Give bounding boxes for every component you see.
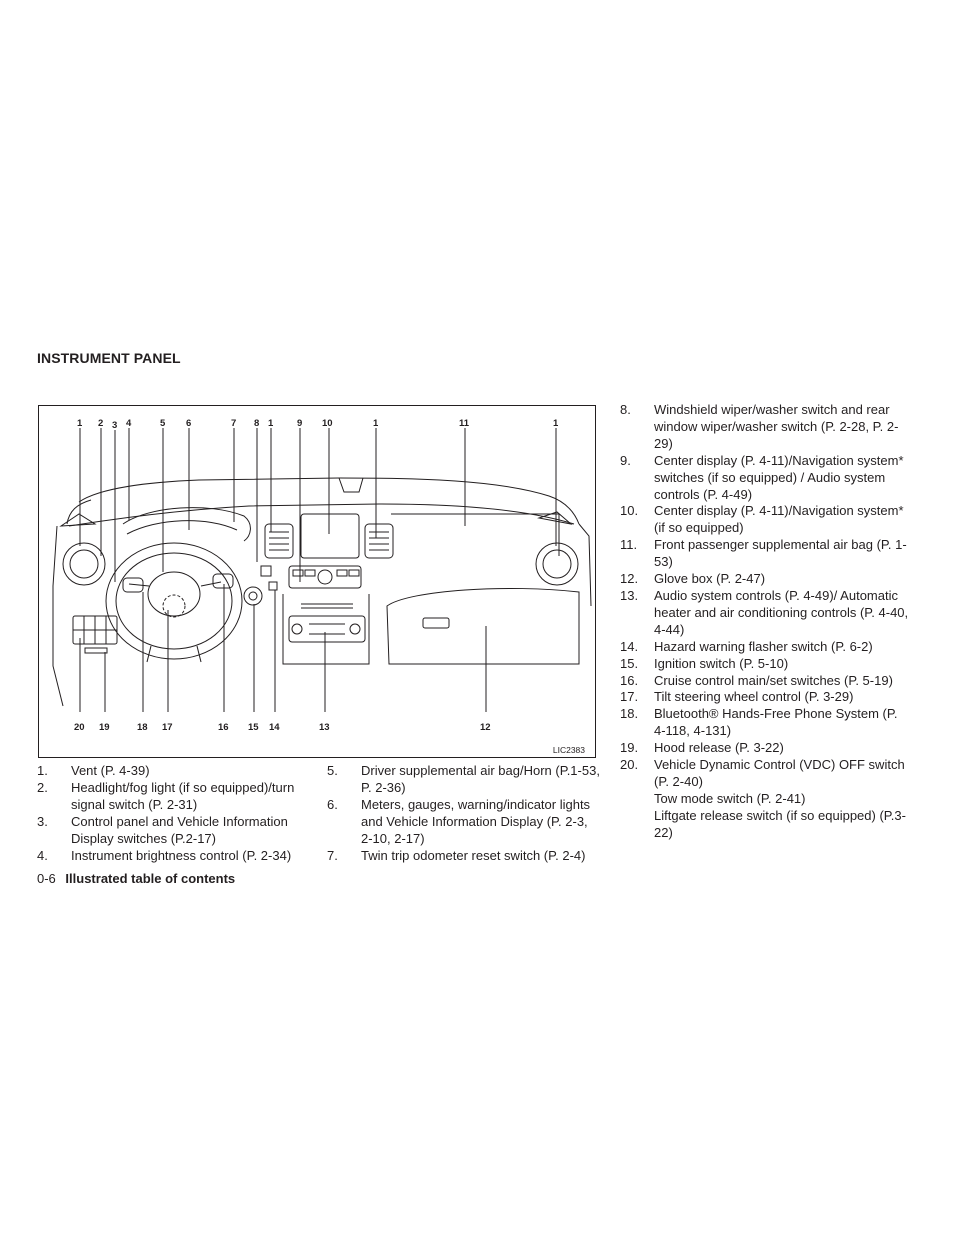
legend-item: 6. Meters, gauges, warning/indicator ligh… xyxy=(327,797,602,848)
legend-item-text: Vehicle Dynamic Control (VDC) OFF switch… xyxy=(654,757,906,840)
callout-label: 2 xyxy=(98,418,103,429)
legend-item-number: 14. xyxy=(620,638,639,654)
legend-item-number: 8. xyxy=(620,402,631,417)
callout-label: 3 xyxy=(112,420,117,431)
legend-item: 12. Glove box (P. 2-47) xyxy=(620,571,910,588)
callout-label: 6 xyxy=(186,418,191,429)
callout-label: 9 xyxy=(297,418,302,429)
legend-item-text: Audio system controls (P. 4-49)/ Automat… xyxy=(654,587,909,637)
callout-label: 8 xyxy=(254,418,259,429)
callout-label: 1 xyxy=(553,418,559,429)
legend-item-text: Center display (P. 4-11)/Navigation syst… xyxy=(654,503,904,536)
legend-item: 17. Tilt steering wheel control (P. 3-29) xyxy=(620,689,910,706)
legend-item-text: Driver supplemental air bag/Horn (P.1-53… xyxy=(361,763,600,795)
legend-item: 15. Ignition switch (P. 5-10) xyxy=(620,656,910,673)
legend-item-number: 19. xyxy=(620,740,639,756)
instrument-panel-illustration: 1 2 3 4 5 6 7 8 1 9 10 1 11 1 20 19 18 1… xyxy=(52,418,592,733)
legend-item: 13. Audio system controls (P. 4-49)/ Auto… xyxy=(620,588,910,639)
instrument-panel-figure: 1 2 3 4 5 6 7 8 1 9 10 1 11 1 20 19 18 1… xyxy=(38,405,596,758)
legend-item-text: Cruise control main/set switches (P. 5-1… xyxy=(654,672,893,688)
callout-label: 10 xyxy=(322,418,333,429)
callout-label: 12 xyxy=(480,722,491,733)
legend-item: 5. Driver supplemental air bag/Horn (P.1-… xyxy=(327,763,602,797)
legend-item: 19. Hood release (P. 3-22) xyxy=(620,740,910,757)
legend-item-number: 18. xyxy=(620,706,639,722)
callout-label: 15 xyxy=(248,722,259,733)
legend-item: 9. Center display (P. 4-11)/Navigation sy… xyxy=(620,453,910,504)
legend-item-text: Ignition switch (P. 5-10) xyxy=(654,655,789,671)
legend-item-text: Hazard warning flasher switch (P. 6-2) xyxy=(654,638,873,654)
callout-label: 14 xyxy=(269,722,280,733)
legend-item: 20. Vehicle Dynamic Control (VDC) OFF swi… xyxy=(620,757,910,842)
legend-item-text: Twin trip odometer reset switch (P. 2-4) xyxy=(361,847,586,863)
legend-item: 11. Front passenger supplemental air bag … xyxy=(620,537,910,571)
legend-item-text: Windshield wiper/washer switch and rear … xyxy=(654,402,899,451)
legend-item-number: 13. xyxy=(620,587,639,603)
legend-item-number: 9. xyxy=(620,452,631,468)
callout-label: 11 xyxy=(459,418,470,429)
legend-item-number: 12. xyxy=(620,571,639,587)
legend-column-3: 8. Windshield wiper/washer switch and rea… xyxy=(620,402,910,842)
page-footer: 0-6 Illustrated table of contents xyxy=(37,871,235,886)
legend-item-number: 16. xyxy=(620,672,639,688)
callout-label: 7 xyxy=(231,418,236,429)
figure-id: LIC2383 xyxy=(552,745,585,755)
legend-item-number: 6. xyxy=(327,796,338,812)
legend-item-number: 17. xyxy=(620,689,639,705)
legend-item: 4. Instrument brightness control (P. 2-34… xyxy=(37,848,312,865)
legend-column-2: 5. Driver supplemental air bag/Horn (P.1-… xyxy=(327,763,602,864)
section-title: INSTRUMENT PANEL xyxy=(37,350,181,366)
callout-label: 20 xyxy=(74,722,85,733)
legend-column-1: 1. Vent (P. 4-39) 2. Headlight/fog light (… xyxy=(37,763,312,864)
legend-item: 10. Center display (P. 4-11)/Navigation s… xyxy=(620,503,910,537)
legend-item: 8. Windshield wiper/washer switch and rea… xyxy=(620,402,910,453)
callout-label: 16 xyxy=(218,722,229,733)
legend-item-text: Meters, gauges, warning/indicator lights… xyxy=(361,796,591,846)
callout-label: 18 xyxy=(137,722,148,733)
legend-item-number: 11. xyxy=(620,537,638,553)
legend-item-number: 15. xyxy=(620,655,639,671)
legend-item-number: 10. xyxy=(620,503,639,519)
legend-item-text: Glove box (P. 2-47) xyxy=(654,571,766,587)
legend-item-text: Instrument brightness control (P. 2-34) xyxy=(71,847,292,863)
legend-item-text: Bluetooth® Hands-Free Phone System (P. 4… xyxy=(654,706,898,739)
legend-item-number: 5. xyxy=(327,763,338,778)
callout-label: 13 xyxy=(319,722,330,733)
callout-label: 17 xyxy=(162,722,173,733)
legend-item-text: Headlight/fog light (if so equipped)/tur… xyxy=(71,779,295,812)
callout-label: 19 xyxy=(99,722,110,733)
legend-item-text: Front passenger supplemental air bag (P.… xyxy=(654,537,907,570)
legend-item-text: Control panel and Vehicle Information Di… xyxy=(71,813,288,846)
legend-item-number: 2. xyxy=(37,779,48,795)
callout-label: 1 xyxy=(77,418,83,429)
legend-item: 18. Bluetooth® Hands-Free Phone System (P… xyxy=(620,706,910,740)
legend-item-number: 3. xyxy=(37,813,48,829)
callout-label: 1 xyxy=(268,418,274,429)
legend-item-number: 20. xyxy=(620,757,639,773)
legend-item: 2. Headlight/fog light (if so equipped)/t… xyxy=(37,780,312,814)
legend-item-number: 4. xyxy=(37,847,48,863)
legend-item: 3. Control panel and Vehicle Information … xyxy=(37,814,312,848)
callout-label: 4 xyxy=(126,418,132,429)
legend-item: 7. Twin trip odometer reset switch (P. 2-… xyxy=(327,848,602,865)
footer-title: Illustrated table of contents xyxy=(65,871,236,886)
legend-item-number: 7. xyxy=(327,847,338,863)
legend-item: 1. Vent (P. 4-39) xyxy=(37,763,312,780)
page-number: 0-6 xyxy=(37,871,56,886)
callout-label: 5 xyxy=(160,418,166,429)
legend-item: 16. Cruise control main/set switches (P. … xyxy=(620,673,910,690)
legend-item-text: Hood release (P. 3-22) xyxy=(654,740,784,756)
legend-item-number: 1. xyxy=(37,763,48,778)
legend-item: 14. Hazard warning flasher switch (P. 6-2… xyxy=(620,639,910,656)
legend-item-text: Vent (P. 4-39) xyxy=(71,763,150,778)
legend-item-text: Tilt steering wheel control (P. 3-29) xyxy=(654,689,854,705)
legend-item-text: Center display (P. 4-11)/Navigation syst… xyxy=(654,452,904,502)
callout-label: 1 xyxy=(373,418,379,429)
